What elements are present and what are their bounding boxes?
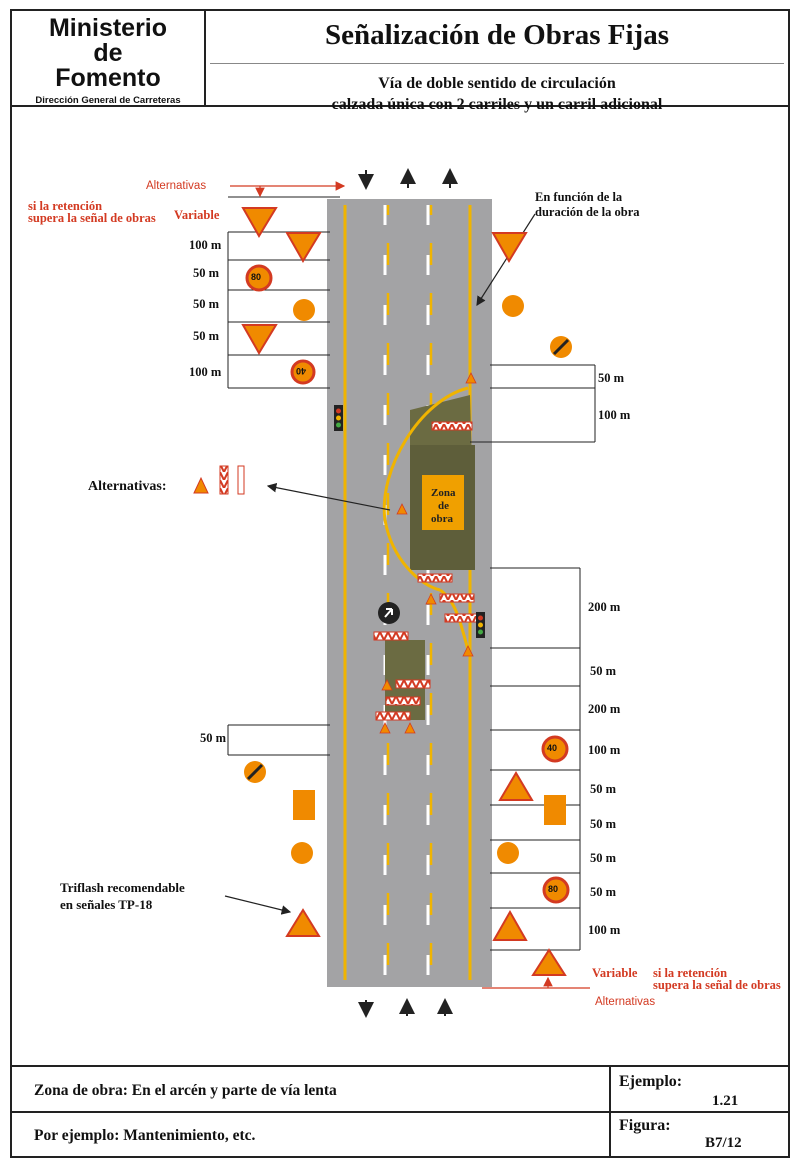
distance-right-bottom-1: 200 m: [588, 600, 621, 614]
variable-top-label: Variable: [174, 208, 220, 222]
zona-line1: Zona: [431, 487, 456, 499]
figura-value: B7/12: [705, 1135, 742, 1151]
distance-right-bottom-9: 100 m: [588, 923, 621, 937]
subtitle-line2: calzada única con 2 carriles y un carril…: [331, 96, 663, 113]
distance-left-4: 50 m: [193, 329, 220, 343]
distance-left-5: 100 m: [189, 365, 222, 379]
ministry-logo-block: Ministerio de Fomento Dirección General …: [12, 11, 206, 107]
funcion-line1: En función de la: [535, 190, 623, 204]
distance-right-top-1: 50 m: [598, 371, 625, 385]
distance-left-2: 50 m: [193, 266, 220, 280]
alternativas-mid-label: Alternativas:: [88, 479, 167, 494]
beacon-icon: [219, 465, 229, 495]
road-surface: [327, 199, 492, 987]
footer-table: Zona de obra: En el arcén y parte de vía…: [12, 1065, 788, 1158]
triflash-line2: en señales TP-18: [60, 897, 153, 912]
post-icon: [237, 465, 245, 495]
retencion-top-line1: si la retención: [28, 199, 103, 213]
retencion-bottom-line2: supera la señal de obras: [653, 978, 781, 992]
speed-sign-40-text: 40: [296, 366, 307, 376]
title-divider: [210, 63, 784, 64]
retencion-bottom-line1: si la retención: [653, 966, 728, 980]
distance-right-top-2: 100 m: [598, 408, 631, 422]
speed-sign-80-text: 80: [251, 272, 262, 282]
triflash-line1: Triflash recomendable: [60, 880, 185, 895]
speed-sign-40b-text: 40: [547, 743, 558, 753]
alternativas-top-label: Alternativas: [146, 180, 207, 192]
figura-label: Figura:: [619, 1117, 671, 1134]
zona-line3: obra: [431, 513, 453, 525]
distance-right-bottom-3: 200 m: [588, 702, 621, 716]
distance-right-bottom-8: 50 m: [590, 885, 617, 899]
page-frame: [10, 9, 790, 1158]
distance-right-bottom-7: 50 m: [590, 851, 617, 865]
alternativas-bottom-label: Alternativas: [595, 996, 656, 1008]
distance-left-3: 50 m: [193, 297, 220, 311]
subtitle-line1: Vía de doble sentido de circulación: [378, 75, 616, 92]
zona-de-obra-box: [422, 475, 464, 530]
ejemplo-label: Ejemplo:: [619, 1073, 683, 1090]
funcion-line2: duración de la obra: [535, 205, 640, 219]
distance-left-bottom: 50 m: [200, 731, 227, 745]
org-line1: Ministerio: [48, 14, 168, 42]
zona-line2: de: [438, 500, 449, 512]
org-line3: Fomento: [55, 64, 161, 92]
variable-bottom-label: Variable: [592, 966, 638, 980]
page-title: Señalización de Obras Fijas: [325, 19, 669, 51]
cone-icon: [193, 476, 209, 494]
distance-right-bottom-5: 50 m: [590, 782, 617, 796]
org-subtitle: Dirección General de Carreteras: [35, 95, 181, 106]
distance-right-bottom-4: 100 m: [588, 743, 621, 757]
retencion-top-line2: supera la señal de obras: [28, 211, 156, 225]
example-text: Por ejemplo: Mantenimiento, etc.: [34, 1127, 256, 1144]
barrier: [431, 421, 473, 431]
right-side-signs: [491, 232, 572, 976]
title-block: Señalización de Obras Fijas Vía de doble…: [206, 11, 788, 113]
speed-sign-80b-text: 80: [548, 884, 559, 894]
footer-vertical-divider: [609, 1067, 611, 1158]
distance-left-1: 100 m: [189, 238, 222, 252]
footer-divider: [12, 1111, 788, 1113]
distance-right-bottom-6: 50 m: [590, 817, 617, 831]
distance-right-bottom-2: 50 m: [590, 664, 617, 678]
zona-de-obra-text: Zona de obra: En el arcén y parte de vía…: [34, 1082, 337, 1099]
ejemplo-value: 1.21: [712, 1093, 739, 1109]
left-side-signs: [241, 207, 322, 937]
org-line2: de: [93, 39, 123, 67]
